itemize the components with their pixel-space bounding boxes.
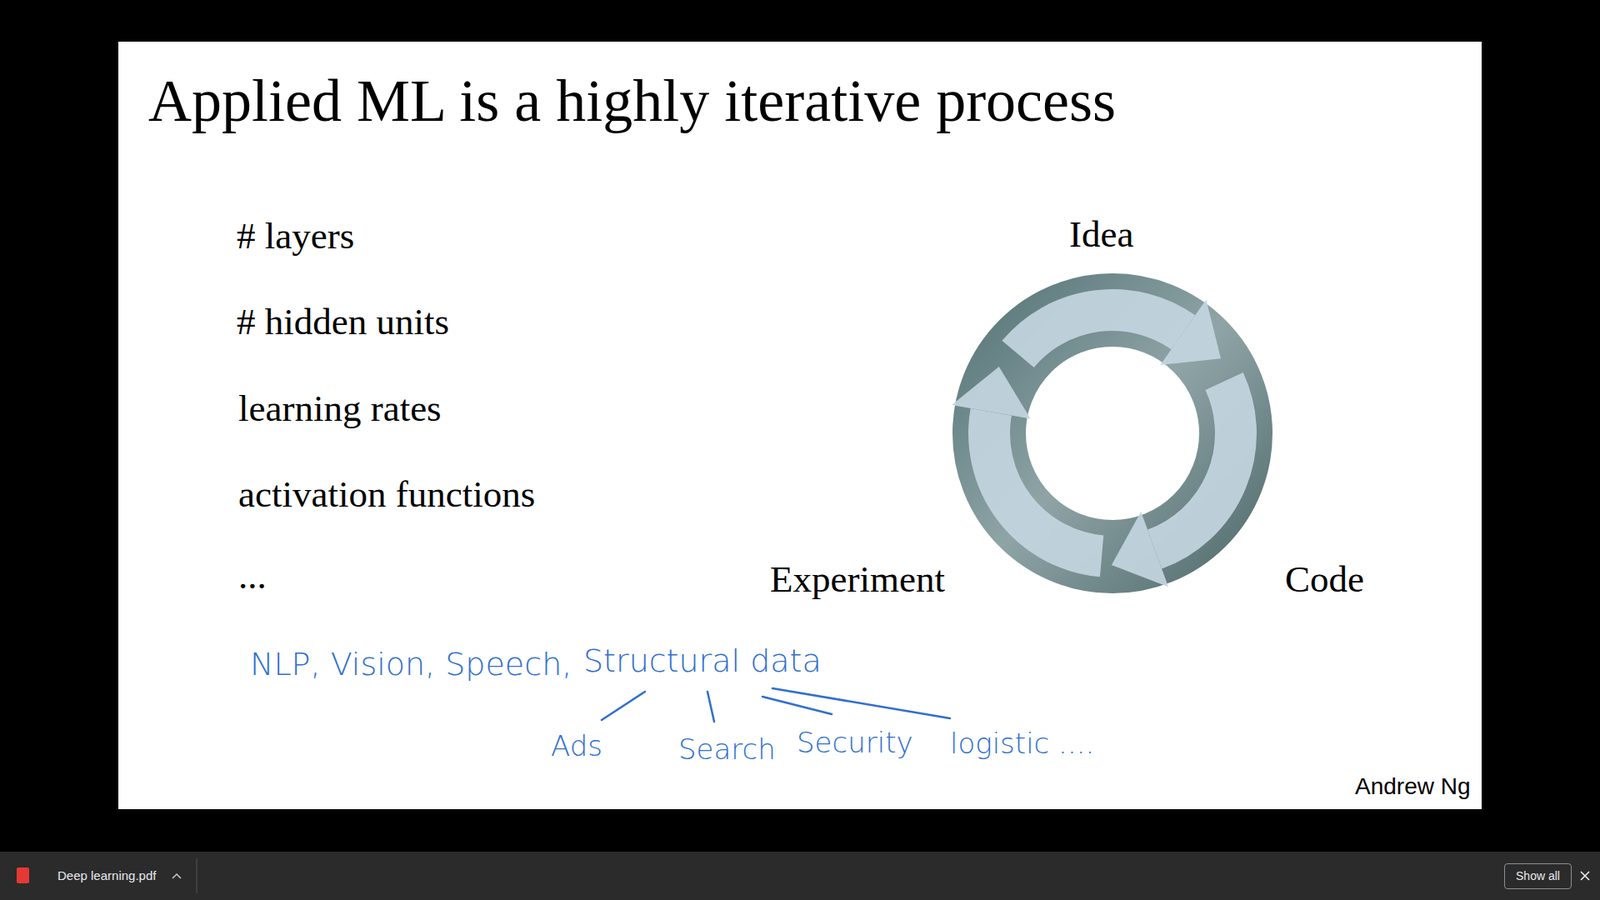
hyperparameter-item: # hidden units — [236, 300, 450, 345]
hyperparameter-item: # layers — [236, 215, 355, 259]
handwritten-note: Structural data — [583, 643, 822, 680]
handwritten-note: Search — [678, 733, 776, 766]
button: Show all — [1504, 863, 1572, 890]
download-bar — [0, 851, 1600, 900]
cycle-label: Idea — [1069, 213, 1134, 257]
pdf-icon — [16, 867, 30, 884]
handwritten-note: Security — [796, 726, 914, 760]
cycle-label: Experiment — [770, 558, 945, 602]
chevron-icon — [172, 874, 181, 879]
hyperparameter-item: learning rates — [238, 387, 442, 431]
handwritten-branches — [601, 688, 950, 722]
file-name: Deep learning.pdf — [57, 868, 156, 883]
handwritten-note: NLP, Vision, Speech, — [250, 646, 572, 684]
divider — [196, 858, 198, 894]
ellipsis: ... — [238, 555, 267, 599]
handwritten-note: logistic .... — [950, 727, 1095, 760]
handwritten-note: Ads — [550, 730, 603, 763]
slide-title: Applied ML is a highly iterative process — [148, 66, 1116, 136]
cycle-label: Code — [1285, 558, 1365, 602]
hyperparameter-item: activation functions — [238, 473, 535, 517]
button-label: Show all — [1515, 869, 1560, 884]
cycle-ring — [951, 300, 1236, 588]
close-icon — [1580, 871, 1590, 880]
author-credit: Andrew Ng — [1355, 773, 1471, 800]
slide-background — [118, 41, 1482, 810]
